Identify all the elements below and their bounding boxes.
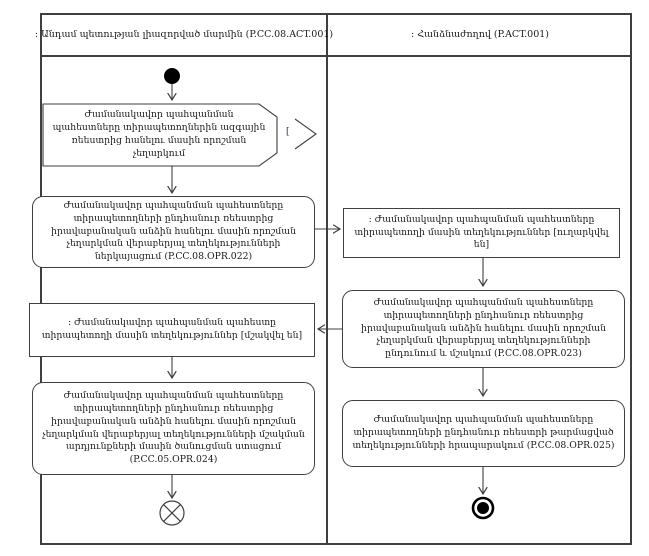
swimlane-divider xyxy=(326,13,328,545)
signal-node-label: Ժամանակավոր պահպանման պահեստները տիրապետ… xyxy=(52,109,266,159)
swimlane-header-separator xyxy=(40,55,632,57)
action-node-opr023: Ժամանակավոր պահպանման պահեստները տիրապետ… xyxy=(342,290,625,368)
connector-bracket-label: [ xyxy=(286,127,290,137)
action-node-label: Ժամանակավոր պահպանման պահեստները տիրապետ… xyxy=(361,296,606,360)
action-node-opr025: Ժամանակավոր պահպանման պահեստները տիրապետ… xyxy=(342,400,625,467)
object-node-label: : Ժամանակավոր պահպանման պահեստները տիրապ… xyxy=(354,213,609,251)
action-node-opr022: Ժամանակավոր պահպանման պահեստները տիրապետ… xyxy=(32,196,315,268)
swimlane-header-commission: : Հանձնաժողով (P.ACT.001) xyxy=(328,13,632,55)
action-node-label: Ժամանակավոր պահպանման պահեստները տիրապետ… xyxy=(42,390,305,466)
action-node-label: Ժամանակավոր պահպանման պահեստները տիրապետ… xyxy=(51,199,296,263)
action-node-opr024: Ժամանակավոր պահպանման պահեստները տիրապետ… xyxy=(32,382,315,475)
diagram-frame xyxy=(40,13,632,545)
object-node-info-processed: : Ժամանակավոր պահպանման պահեստը տիրապետո… xyxy=(29,303,315,357)
swimlane-title-label: : Անդամ պետության լիազորված մարմին (P.CC… xyxy=(34,28,334,40)
object-node-info-sent: : Ժամանակավոր պահպանման պահեստները տիրապ… xyxy=(343,208,620,258)
swimlane-title-label: : Հանձնաժողով (P.ACT.001) xyxy=(410,28,549,40)
signal-node: Ժամանակավոր պահպանման պահեստները տիրապետ… xyxy=(45,105,273,165)
swimlane-header-member-state: : Անդամ պետության լիազորված մարմին (P.CC… xyxy=(35,13,333,55)
action-node-label: Ժամանակավոր պահպանման պահեստները տիրապետ… xyxy=(352,414,615,451)
object-node-label: : Ժամանակավոր պահպանման պահեստը տիրապետո… xyxy=(41,317,303,341)
